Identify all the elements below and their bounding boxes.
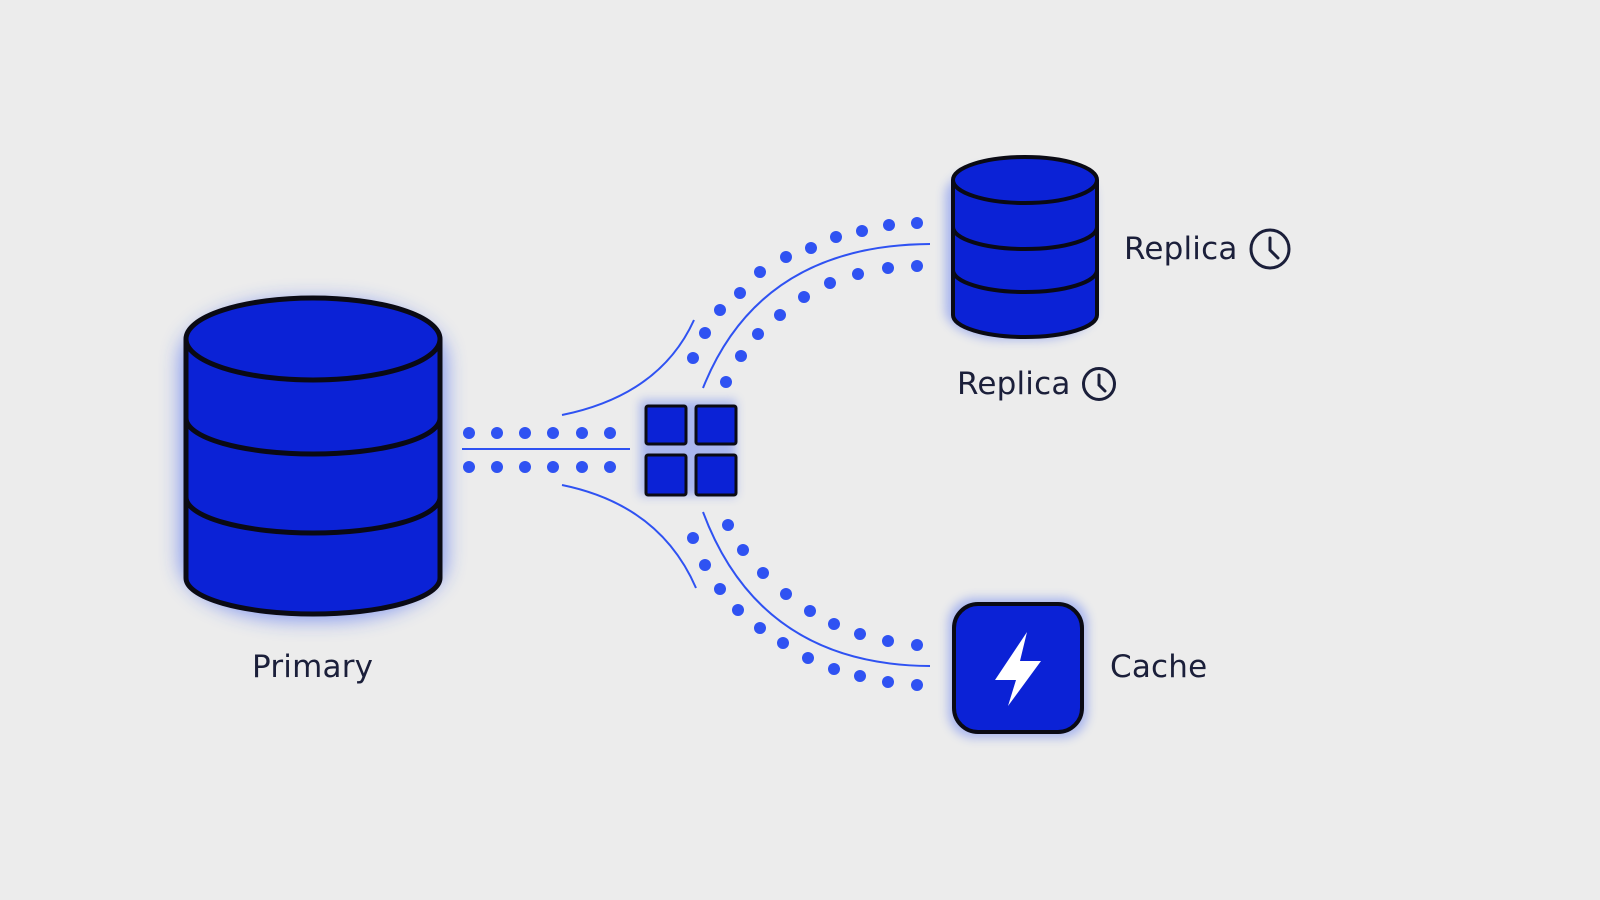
replica-database-icon [945,155,1099,340]
flow-dots [687,217,923,388]
primary-database-icon [180,295,446,620]
clock-icon [1081,366,1117,402]
router-grid-icon [640,400,738,497]
primary-label-text: Primary [252,649,374,685]
clock-icon [1248,227,1292,271]
flow-arc-up [561,319,695,416]
flow-line [702,511,931,667]
cache-lightning-bolt-icon [948,598,1088,738]
flow-dots [687,519,923,691]
edge-router-to-cache [687,511,931,691]
replica-label: Replica [1124,227,1292,271]
edge-primary-to-router [462,319,697,589]
flow-connectors [462,217,931,691]
flow-dots [463,427,616,473]
edge-router-to-replica [687,217,931,389]
cache-label-text: Cache [1110,649,1208,685]
flow-line [702,243,931,389]
replica-secondary-label: Replica [957,366,1117,402]
replica-label-text: Replica [1124,230,1238,267]
replica-secondary-label-text: Replica [957,365,1071,402]
primary-label: Primary [252,652,373,683]
cache-label: Cache [1110,652,1207,683]
flow-arc-down [561,484,697,589]
